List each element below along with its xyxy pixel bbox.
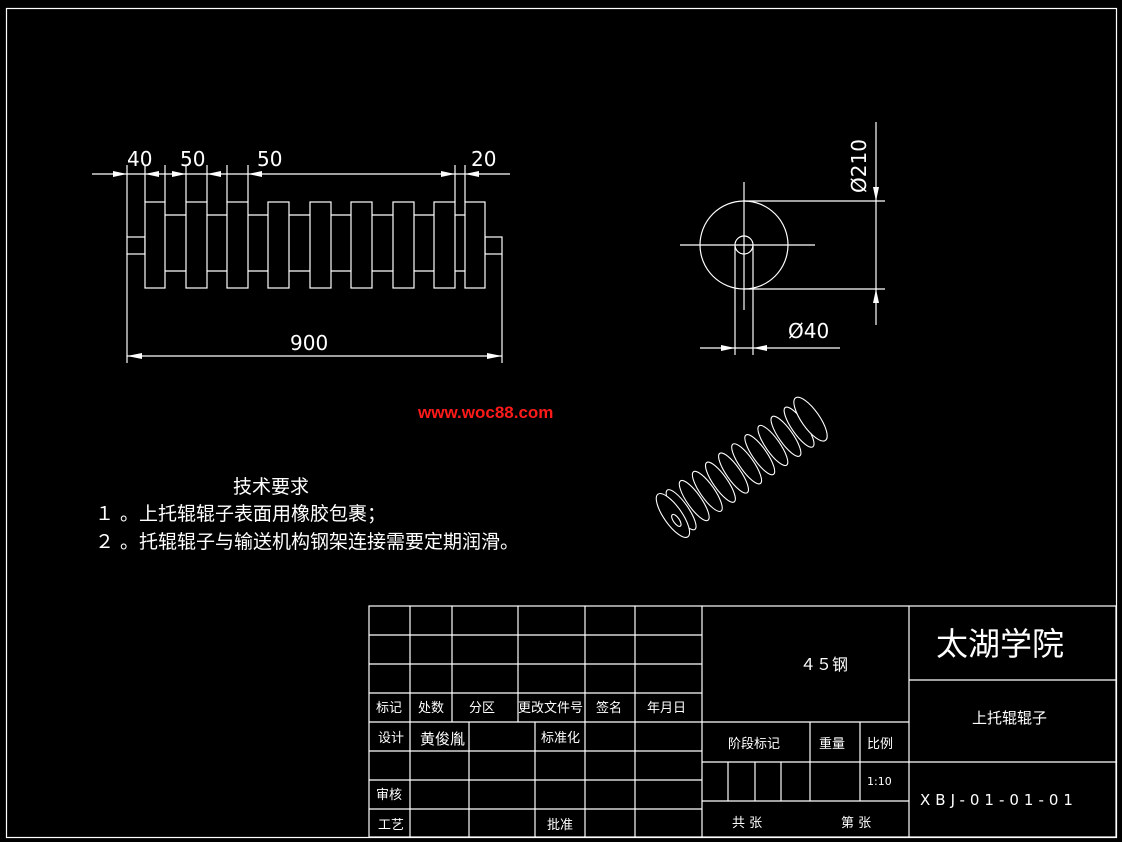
material: ４５钢 <box>800 655 848 674</box>
disc <box>392 201 415 289</box>
drawing-number: XBJ-01-01-01 <box>920 791 1078 809</box>
dimension-50-second: 50 <box>257 147 282 171</box>
label-standardize: 标准化 <box>541 731 580 746</box>
header-date: 年月日 <box>647 701 686 716</box>
sheet-number: 第 张 <box>841 816 871 831</box>
label-scale: 比例 <box>867 737 893 752</box>
total-sheets: 共 张 <box>732 816 762 831</box>
scale-value: 1:10 <box>867 775 892 788</box>
label-approve: 批准 <box>547 818 573 833</box>
disc <box>144 201 166 289</box>
dimension-50-first: 50 <box>180 147 205 171</box>
isometric-view <box>655 396 828 538</box>
dimension-900: 900 <box>290 331 328 355</box>
dimension-40: 40 <box>127 147 152 171</box>
front-view <box>92 165 510 363</box>
shaft-end-left <box>126 236 146 255</box>
disc <box>267 201 290 289</box>
watermark-text: www.woc88.com <box>417 403 553 422</box>
header-change-doc: 更改文件号 <box>518 701 583 716</box>
header-sign: 签名 <box>596 700 622 716</box>
dimension-phi-40: Ø40 <box>788 319 829 343</box>
part-name: 上托辊辊子 <box>972 709 1047 727</box>
tech-requirements-title: 技术要求 <box>233 476 309 498</box>
header-zone: 分区 <box>469 701 495 716</box>
institution-name: 太湖学院 <box>936 625 1064 663</box>
header-count: 处数 <box>418 701 444 716</box>
dimension-20: 20 <box>471 147 496 171</box>
title-block <box>368 605 1117 838</box>
disc <box>464 201 486 289</box>
label-design: 设计 <box>378 731 404 746</box>
label-process: 工艺 <box>378 818 404 833</box>
disc <box>309 201 332 289</box>
label-stage: 阶段标记 <box>728 737 780 752</box>
shaft-end-right <box>484 236 503 255</box>
label-review: 审核 <box>376 788 402 803</box>
tech-requirement-item: ２ 。托辊辊子与输送机构钢架连接需要定期润滑。 <box>95 531 519 553</box>
disc <box>226 201 249 289</box>
side-view-arrows <box>721 187 879 351</box>
dimension-phi-210: Ø210 <box>847 139 871 193</box>
disc <box>433 201 456 289</box>
disc <box>350 201 373 289</box>
front-view-arrows <box>113 171 502 359</box>
disc <box>185 201 208 289</box>
side-view <box>680 122 885 355</box>
tech-requirement-item: １ 。上托辊辊子表面用橡胶包裹； <box>95 503 386 525</box>
designer-name: 黄俊胤 <box>420 730 465 748</box>
label-weight: 重量 <box>819 736 845 752</box>
header-mark: 标记 <box>376 701 402 716</box>
